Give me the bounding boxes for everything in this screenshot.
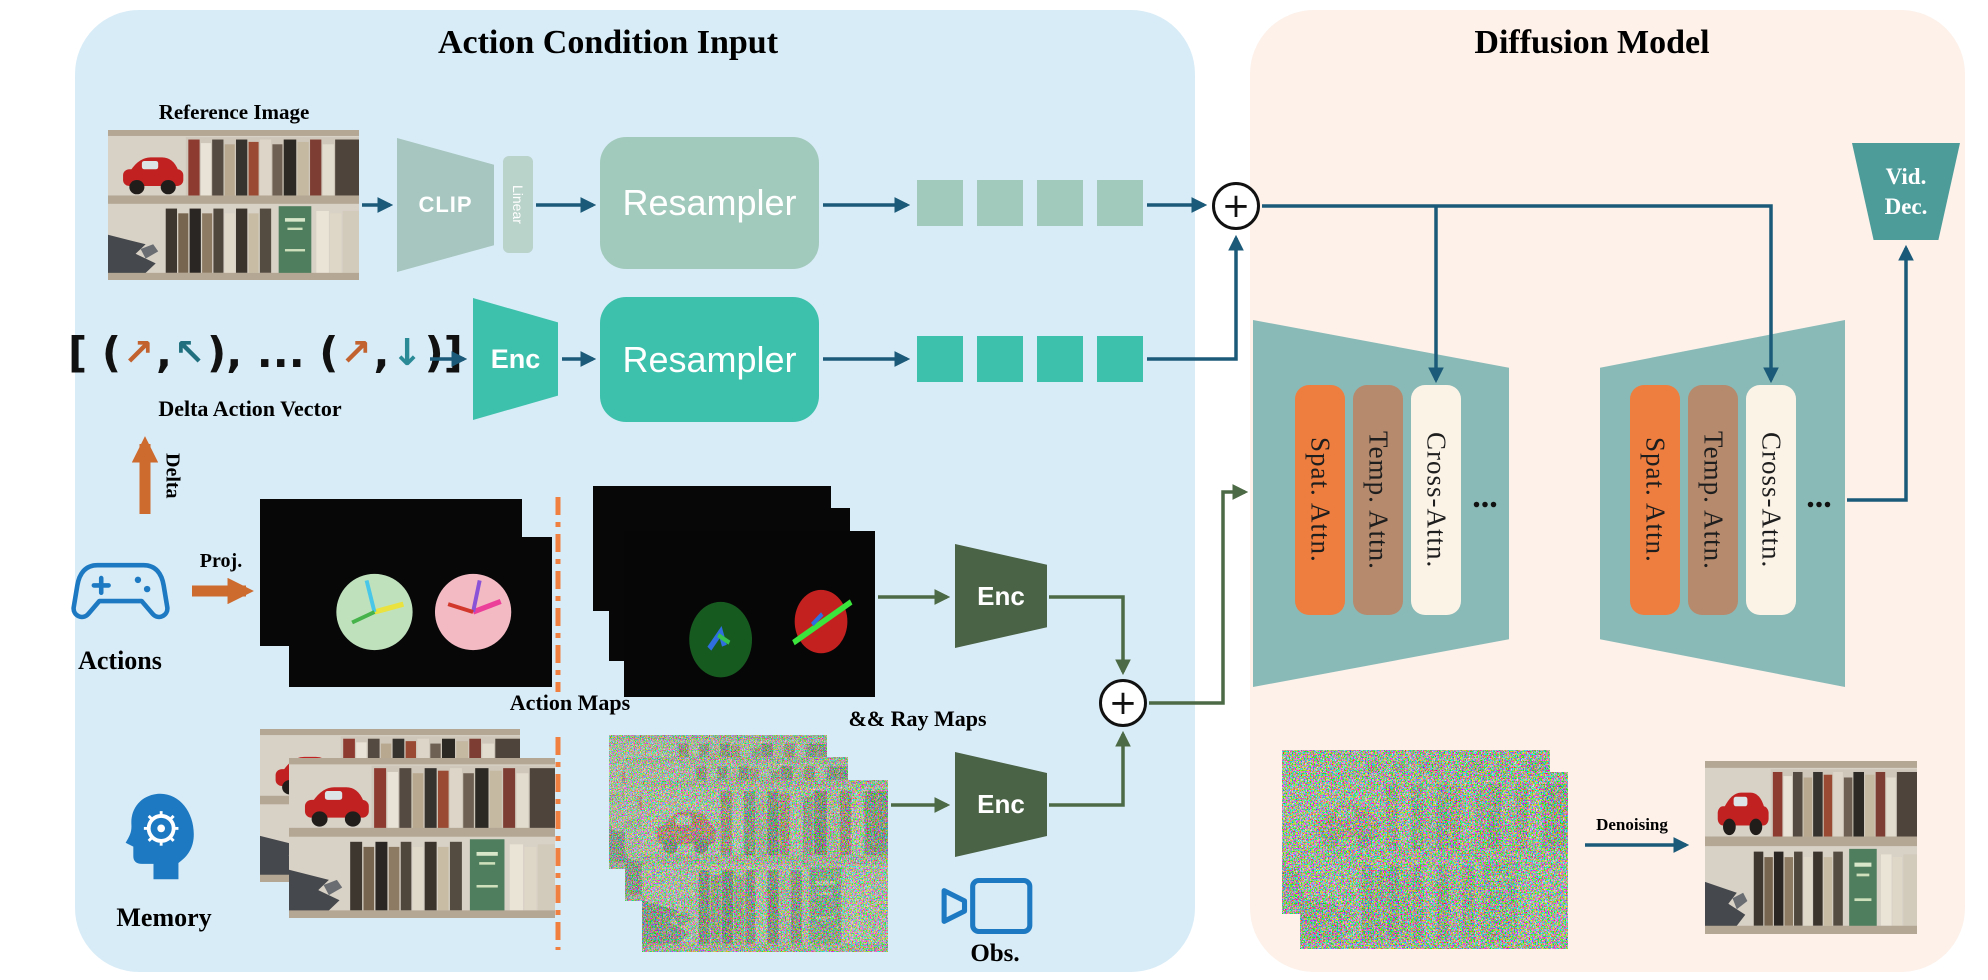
right-panel-title: Diffusion Model [1474, 24, 1710, 61]
delta-action-vector-expression: [ ( ↗ , ↖ ), ... ( ↗ , ↓ )] [68, 322, 463, 382]
block2-ellipsis: ... [1806, 478, 1832, 515]
temporal-attention-pill: Temp. Attn. [1353, 385, 1403, 615]
action-maps-label: Action Maps [509, 690, 631, 715]
linear-label: Linear [510, 185, 526, 224]
left-panel-title: Action Condition Input [437, 24, 779, 61]
temporal-attention-label: Temp. Attn. [1698, 430, 1729, 570]
memory-head-icon [125, 793, 194, 880]
vector-punct: ), ... ( [207, 327, 339, 377]
clip-label: CLIP [418, 192, 473, 217]
resampler-action-box: Resampler [600, 297, 819, 422]
enc-action-box: Enc [473, 298, 558, 420]
cross-attention-label: Cross-Attn. [1421, 431, 1452, 569]
spatial-attention-label: Spat. Attn. [1640, 437, 1671, 563]
image-token [977, 180, 1023, 226]
cross-attention-pill: Cross-Attn. [1746, 385, 1796, 615]
enc-action-label: Enc [490, 343, 541, 374]
denoised-output-image [1705, 761, 1917, 934]
action-token [977, 336, 1023, 382]
vector-punct: [ ( [68, 327, 122, 377]
delta-label: Delta [161, 453, 184, 499]
up-right-arrow-icon: ↗ [123, 330, 155, 374]
memory-label: Memory [116, 903, 212, 932]
proj-label: Proj. [199, 550, 243, 572]
reference-image-label: Reference Image [158, 100, 310, 124]
reference-image [108, 130, 359, 280]
feature-sum-plus-icon: + [1099, 679, 1147, 727]
delta-action-vector-label: Delta Action Vector [158, 396, 342, 421]
action-token [1097, 336, 1143, 382]
action-token [1037, 336, 1083, 382]
up-left-arrow-icon: ↖ [174, 330, 206, 374]
image-token [1097, 180, 1143, 226]
video-decoder-box: Vid. Dec. [1852, 143, 1960, 240]
spatial-attention-pill: Spat. Attn. [1295, 385, 1345, 615]
denoising-label: Denoising [1596, 815, 1668, 834]
linear-box: Linear [503, 156, 533, 253]
down-arrow-icon: ↓ [391, 330, 423, 374]
actions-label: Actions [78, 646, 162, 675]
resampler-action-label: Resampler [622, 338, 797, 380]
enc-obs-box: Enc [955, 752, 1047, 857]
vector-punct: , [156, 327, 172, 377]
image-token [1037, 180, 1083, 226]
spatial-attention-label: Spat. Attn. [1305, 437, 1336, 563]
vector-punct: , [373, 327, 390, 377]
vid-dec-line1: Vid. [1885, 163, 1927, 189]
memory-image-front [289, 758, 555, 918]
spatial-attention-pill: Spat. Attn. [1630, 385, 1680, 615]
action-map-frame-front [289, 537, 552, 687]
temporal-attention-label: Temp. Attn. [1363, 430, 1394, 570]
temporal-attention-pill: Temp. Attn. [1688, 385, 1738, 615]
noisy-obs-frame-front [642, 780, 888, 952]
cross-attention-pill: Cross-Attn. [1411, 385, 1461, 615]
obs-label: Obs. [970, 940, 1020, 967]
resampler-image-label: Resampler [622, 182, 797, 223]
vid-dec-line2: Dec. [1884, 193, 1928, 219]
vector-punct: )] [424, 327, 463, 377]
enc-obs-label: Enc [977, 789, 1025, 819]
ray-maps-label: && Ray Maps [848, 706, 987, 731]
gamepad-icon [71, 562, 170, 620]
enc-ray-label: Enc [977, 580, 1025, 611]
ray-map-frame-front [624, 531, 875, 697]
resampler-image-box: Resampler [600, 137, 819, 269]
block1-ellipsis: ... [1472, 478, 1498, 515]
up-right-arrow-icon: ↗ [340, 330, 372, 374]
image-token [917, 180, 963, 226]
noisy-latent-image-front [1300, 772, 1568, 949]
camera-icon [941, 877, 1033, 935]
cross-attention-label: Cross-Attn. [1756, 431, 1787, 569]
action-token [917, 336, 963, 382]
token-sum-plus-icon: + [1212, 182, 1260, 230]
